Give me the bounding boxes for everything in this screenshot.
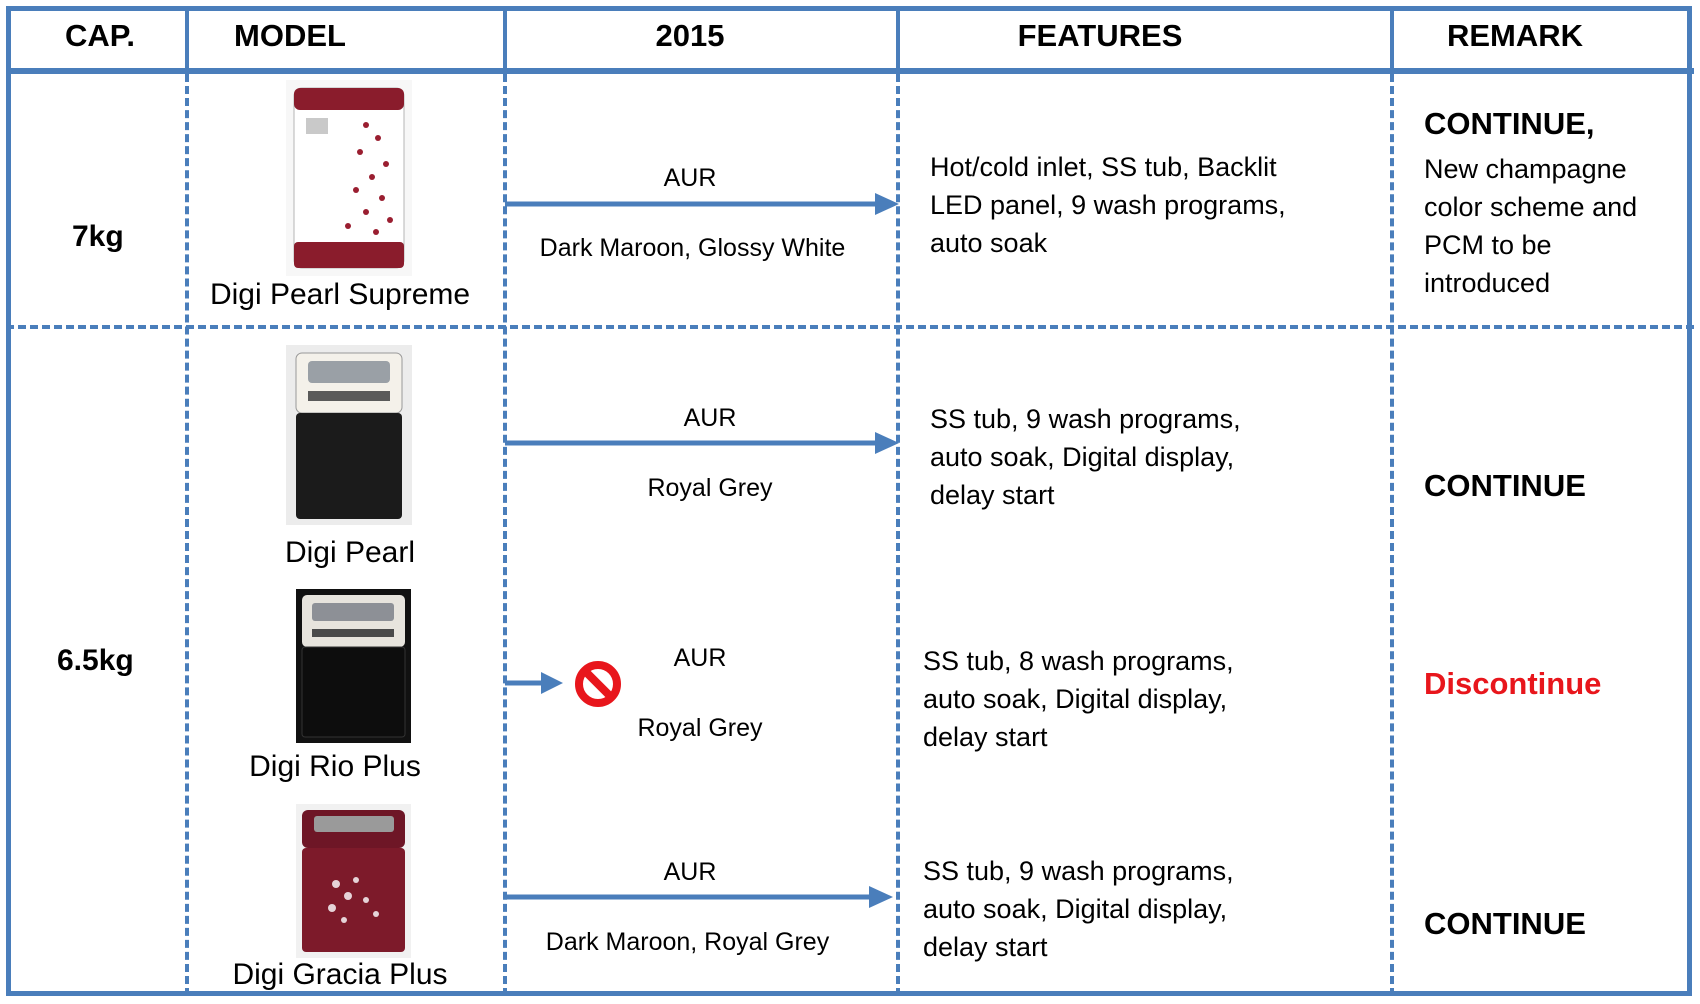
features-text: SS tub, 9 wash programs, auto soak, Digi… <box>923 856 1234 962</box>
remark-status: CONTINUE <box>1424 906 1586 941</box>
row-divider <box>6 325 1694 329</box>
color-options: Royal Grey <box>647 474 773 502</box>
arrow-right-icon <box>505 672 563 694</box>
remark-note: New champagne color scheme and PCM to be… <box>1424 154 1638 298</box>
model-name: Digi Pearl <box>284 536 416 569</box>
capacity-7kg: 7kg <box>72 220 124 253</box>
features-text: Hot/cold inlet, SS tub, Backlit LED pane… <box>930 152 1286 258</box>
column-divider-2 <box>503 74 507 996</box>
header-divider <box>6 68 1694 74</box>
header-divider-v2 <box>503 6 507 68</box>
arrow-right-icon <box>505 886 893 908</box>
header-remark: REMARK <box>1446 18 1584 53</box>
model-name: Digi Gracia Plus <box>232 958 448 991</box>
status-label: AUR <box>663 164 717 192</box>
header-divider-v1 <box>185 6 189 68</box>
header-cap: CAP. <box>64 18 136 53</box>
status-label: AUR <box>673 644 727 672</box>
remark-status: CONTINUE, <box>1424 106 1595 141</box>
arrow-right-icon <box>505 193 899 215</box>
color-options: Dark Maroon, Glossy White <box>539 234 846 262</box>
model-name: Digi Rio Plus <box>249 750 421 783</box>
washing-machine-image <box>286 80 412 281</box>
remark-status: Discontinue <box>1424 666 1602 701</box>
features-text: SS tub, 8 wash programs, auto soak, Digi… <box>923 646 1234 752</box>
capacity-6-5kg: 6.5kg <box>57 644 134 677</box>
washing-machine-image <box>296 589 411 748</box>
washing-machine-image <box>286 345 412 530</box>
column-divider-3 <box>896 74 900 996</box>
header-divider-v3 <box>896 6 900 68</box>
arrow-right-icon <box>505 432 899 454</box>
status-label: AUR <box>683 404 737 432</box>
header-features: FEATURES <box>1017 18 1183 53</box>
prohibited-icon <box>575 661 621 707</box>
column-divider-4 <box>1390 74 1394 996</box>
header-model: MODEL <box>234 18 346 53</box>
table-frame <box>6 6 1692 996</box>
header-year: 2015 <box>655 18 725 53</box>
features-text: SS tub, 9 wash programs, auto soak, Digi… <box>930 404 1241 510</box>
color-options: Dark Maroon, Royal Grey <box>545 928 830 956</box>
column-divider-1 <box>185 74 189 996</box>
washing-machine-image <box>296 804 411 963</box>
header-divider-v4 <box>1390 6 1394 68</box>
status-label: AUR <box>663 858 717 886</box>
model-name: Digi Pearl Supreme <box>209 278 471 311</box>
color-options: Royal Grey <box>637 714 763 742</box>
remark-status: CONTINUE <box>1424 468 1586 503</box>
